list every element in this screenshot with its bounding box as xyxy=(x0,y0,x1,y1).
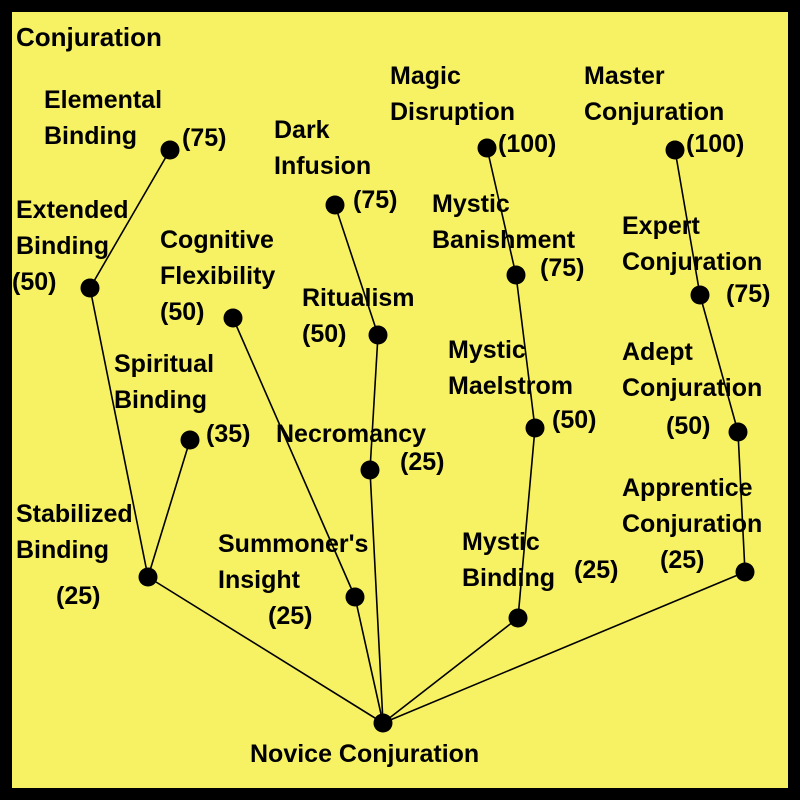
edge-stabilized-binding--spiritual-binding xyxy=(147,439,191,578)
perk-label-elemental-binding-line2: (75) xyxy=(182,124,227,152)
perk-label-magic-disruption-line1: Disruption xyxy=(390,98,515,126)
perk-label-mystic-maelstrom-line0: Mystic xyxy=(448,336,526,364)
edge-expert-conjuration--master-conjuration xyxy=(674,149,701,296)
perk-label-expert-conjuration-line0: Expert xyxy=(622,212,700,240)
perk-label-apprentice-conjuration-line1: Conjuration xyxy=(622,510,763,538)
perk-node-summoners-insight[interactable] xyxy=(345,587,365,607)
perk-node-necromancy[interactable] xyxy=(360,460,380,480)
perk-label-apprentice-conjuration-line0: Apprentice xyxy=(622,474,753,502)
perk-label-spiritual-binding-line2: (35) xyxy=(206,420,251,448)
edge-novice-conjuration--stabilized-binding xyxy=(147,576,384,724)
perk-label-elemental-binding-line0: Elemental xyxy=(44,86,163,114)
perk-node-stabilized-binding[interactable] xyxy=(138,567,158,587)
perk-node-mystic-banishment[interactable] xyxy=(506,265,526,285)
perk-label-mystic-banishment-line2: (75) xyxy=(540,254,585,282)
perk-label-cognitive-flexibility-line2: (50) xyxy=(160,298,205,326)
perk-label-dark-infusion-line2: (75) xyxy=(353,186,398,214)
tree-title: Conjuration xyxy=(16,22,162,52)
perk-label-mystic-maelstrom-line1: Maelstrom xyxy=(448,372,574,400)
perk-label-necromancy-line1: (25) xyxy=(400,448,445,476)
edge-adept-conjuration--expert-conjuration xyxy=(699,294,739,433)
perk-node-apprentice-conjuration[interactable] xyxy=(735,562,755,582)
perk-label-cognitive-flexibility-line0: Cognitive xyxy=(160,226,274,254)
perk-label-spiritual-binding-line0: Spiritual xyxy=(114,350,215,378)
perk-label-extended-binding-line2: (50) xyxy=(12,268,57,296)
perk-node-ritualism[interactable] xyxy=(368,325,388,345)
perk-label-novice-conjuration-line0: Novice Conjuration xyxy=(250,740,480,768)
edge-mystic-maelstrom--mystic-banishment xyxy=(515,274,536,429)
perk-node-adept-conjuration[interactable] xyxy=(728,422,748,442)
perk-label-mystic-banishment-line0: Mystic xyxy=(432,190,510,218)
edge-novice-conjuration--necromancy xyxy=(369,469,384,724)
perk-label-stabilized-binding-line2: (25) xyxy=(56,582,101,610)
perk-label-magic-disruption-line2: (100) xyxy=(498,130,557,158)
perk-label-ritualism-line1: (50) xyxy=(302,320,347,348)
perk-label-extended-binding-line0: Extended xyxy=(16,196,129,224)
edge-mystic-banishment--magic-disruption xyxy=(486,147,517,276)
perk-label-master-conjuration-line0: Master xyxy=(584,62,665,90)
edge-necromancy--ritualism xyxy=(369,334,379,471)
perk-label-ritualism-line0: Ritualism xyxy=(302,284,415,312)
perk-node-elemental-binding[interactable] xyxy=(160,140,180,160)
perk-label-mystic-banishment-line1: Banishment xyxy=(432,226,576,254)
perk-label-mystic-maelstrom-line2: (50) xyxy=(552,406,597,434)
perk-node-novice-conjuration[interactable] xyxy=(373,713,393,733)
perk-node-master-conjuration[interactable] xyxy=(665,140,685,160)
perk-node-dark-infusion[interactable] xyxy=(325,195,345,215)
edge-summoners-insight--cognitive-flexibility xyxy=(232,317,356,598)
perk-label-summoners-insight-line1: Insight xyxy=(218,566,300,594)
perk-label-mystic-binding-line1: Binding xyxy=(462,564,556,592)
perk-label-spiritual-binding-line1: Binding xyxy=(114,386,208,414)
perk-node-cognitive-flexibility[interactable] xyxy=(223,308,243,328)
perk-label-extended-binding-line1: Binding xyxy=(16,232,110,260)
edge-stabilized-binding--extended-binding xyxy=(89,287,149,578)
perk-label-stabilized-binding-line0: Stabilized xyxy=(16,500,133,528)
perk-label-magic-disruption-line0: Magic xyxy=(390,62,461,90)
perk-label-apprentice-conjuration-line2: (25) xyxy=(660,546,705,574)
perk-label-summoners-insight-line0: Summoner's xyxy=(218,530,369,558)
perk-label-elemental-binding-line1: Binding xyxy=(44,122,138,150)
perk-node-mystic-binding[interactable] xyxy=(508,608,528,628)
perk-label-adept-conjuration-line0: Adept xyxy=(622,338,693,366)
edge-novice-conjuration--apprentice-conjuration xyxy=(382,571,746,724)
perk-label-dark-infusion-line0: Dark xyxy=(274,116,330,144)
perk-label-stabilized-binding-line1: Binding xyxy=(16,536,110,564)
perk-label-mystic-binding-line2: (25) xyxy=(574,556,619,584)
edge-apprentice-conjuration--adept-conjuration xyxy=(737,431,746,573)
perk-label-cognitive-flexibility-line1: Flexibility xyxy=(160,262,276,290)
perk-node-magic-disruption[interactable] xyxy=(477,138,497,158)
perk-label-summoners-insight-line2: (25) xyxy=(268,602,313,630)
perk-label-adept-conjuration-line1: Conjuration xyxy=(622,374,763,402)
edge-ritualism--dark-infusion xyxy=(334,204,379,336)
perk-label-expert-conjuration-line1: Conjuration xyxy=(622,248,763,276)
edge-mystic-binding--mystic-maelstrom xyxy=(517,427,536,619)
perk-label-master-conjuration-line1: Conjuration xyxy=(584,98,725,126)
edge-novice-conjuration--summoners-insight xyxy=(354,596,384,724)
perk-label-necromancy-line0: Necromancy xyxy=(276,420,427,448)
edge-novice-conjuration--mystic-binding xyxy=(382,617,519,724)
perk-label-dark-infusion-line1: Infusion xyxy=(274,152,372,180)
perk-node-expert-conjuration[interactable] xyxy=(690,285,710,305)
perk-label-mystic-binding-line0: Mystic xyxy=(462,528,540,556)
edge-extended-binding--elemental-binding xyxy=(89,149,171,289)
perk-node-spiritual-binding[interactable] xyxy=(180,430,200,450)
perk-label-master-conjuration-line2: (100) xyxy=(686,130,745,158)
perk-label-adept-conjuration-line2: (50) xyxy=(666,412,711,440)
perk-node-mystic-maelstrom[interactable] xyxy=(525,418,545,438)
perk-node-extended-binding[interactable] xyxy=(80,278,100,298)
perk-label-expert-conjuration-line2: (75) xyxy=(726,280,771,308)
